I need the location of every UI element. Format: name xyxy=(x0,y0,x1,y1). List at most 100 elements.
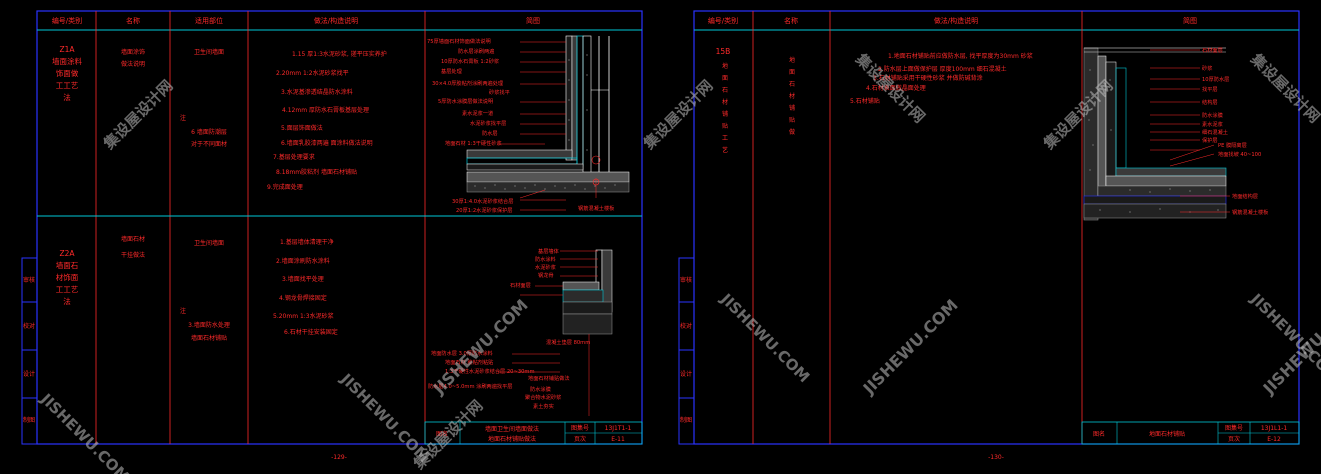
svg-text:10厚防水层: 10厚防水层 xyxy=(1202,75,1229,83)
row1-callouts: 75厚墙面石材饰面做法说明 防水层涂刷两遍 10厚防水石膏板 1:2砂浆 基层处… xyxy=(427,37,615,214)
svg-text:防水涂膜: 防水涂膜 xyxy=(1202,111,1223,119)
svg-text:混凝土垫层 80mm: 混凝土垫层 80mm xyxy=(546,338,590,346)
svg-text:8.18mm胶粘剂 墙面石材铺贴: 8.18mm胶粘剂 墙面石材铺贴 xyxy=(276,168,357,176)
svg-text:石材面层: 石材面层 xyxy=(510,281,531,289)
header-method: 做法/构造说明 xyxy=(934,16,978,25)
row2-scope: 卫生间墙面 注 3.墙面防水处理 墙面石材铺贴 xyxy=(180,239,230,342)
svg-text:基层墙体: 基层墙体 xyxy=(538,247,560,255)
svg-text:钢龙骨: 钢龙骨 xyxy=(538,271,554,279)
row1-steps: 1.15 厚1:3水泥砂浆, 搓平压实养护 2.20mm 1:2水泥砂浆找平 3… xyxy=(267,50,387,191)
svg-text:5.面层饰面做法: 5.面层饰面做法 xyxy=(281,124,323,132)
svg-text:5.20mm 1:3水泥砂浆: 5.20mm 1:3水泥砂浆 xyxy=(273,312,334,320)
page-code: E-12 xyxy=(1267,436,1281,443)
svg-text:地面石材 1:3干硬性砂浆: 地面石材 1:3干硬性砂浆 xyxy=(445,139,502,147)
watermark-cn: 集设屋设计网 xyxy=(1246,49,1321,126)
row2-steps: 1.基层墙体清理干净 2.墙面涂刷防水涂料 3.墙面找平处理 4.钢龙骨焊接固定… xyxy=(273,238,338,336)
right-callouts: 石材面层 砂浆 10厚防水层 找平层 结构层 防水涂膜 素水泥浆 细石混凝土 保… xyxy=(1202,46,1269,216)
side-label: 校对 xyxy=(680,322,692,330)
left-sheet-frame xyxy=(36,10,643,445)
svg-text:注: 注 xyxy=(180,307,186,315)
svg-text:2.防水层上面做保护层 厚度100mm 细石混凝土: 2.防水层上面做保护层 厚度100mm 细石混凝土 xyxy=(878,65,1007,73)
svg-text:4.钢龙骨焊接固定: 4.钢龙骨焊接固定 xyxy=(279,294,327,302)
page-number: -129- xyxy=(331,454,347,461)
side-label: 制图 xyxy=(680,416,692,424)
svg-text:墙面石: 墙面石 xyxy=(56,260,79,270)
svg-text:干挂做法: 干挂做法 xyxy=(121,251,145,259)
svg-text:1.基层墙体清理干净: 1.基层墙体清理干净 xyxy=(280,238,334,246)
side-label: 设计 xyxy=(23,370,35,378)
page-label: 页次 xyxy=(1228,435,1240,443)
drawing-code: 13J1L1-1 xyxy=(1261,425,1288,432)
right-sheet-frame xyxy=(693,10,1300,445)
side-label: 校对 xyxy=(23,322,35,330)
svg-text:墙面石材: 墙面石材 xyxy=(121,235,145,243)
svg-text:3.石材铺贴采用干硬性砂浆 并做防碱背涂: 3.石材铺贴采用干硬性砂浆 并做防碱背涂 xyxy=(873,74,983,82)
row2-code: Z2A 墙面石 材饰面 工工艺 法 xyxy=(56,249,79,306)
svg-text:工: 工 xyxy=(722,135,728,142)
svg-text:素水泥浆: 素水泥浆 xyxy=(1202,120,1223,128)
svg-text:防水层4.0~5.0mm 涂刷两遍找平层: 防水层4.0~5.0mm 涂刷两遍找平层 xyxy=(428,382,512,390)
title-label: 图名 xyxy=(436,430,448,438)
header-detail: 简图 xyxy=(526,16,540,25)
svg-text:结构层: 结构层 xyxy=(1202,98,1218,106)
right-detail-drawing: 石材面层 砂浆 10厚防水层 找平层 结构层 防水涂膜 素水泥浆 细石混凝土 保… xyxy=(1083,46,1269,221)
svg-text:砂浆: 砂浆 xyxy=(1202,64,1212,72)
right-steps: 1.地面石材铺贴前应做防水层, 找平厚度为30mm 砂浆 2.防水层上面做保护层… xyxy=(850,52,1033,105)
svg-text:法: 法 xyxy=(63,296,71,306)
svg-text:水泥砂浆找平层: 水泥砂浆找平层 xyxy=(470,119,506,127)
svg-text:地面结构层: 地面结构层 xyxy=(1232,192,1258,200)
svg-text:3.墙面找平处理: 3.墙面找平处理 xyxy=(282,275,324,283)
side-label: 审核 xyxy=(23,276,35,284)
svg-text:地面石材铺贴做法: 地面石材铺贴做法 xyxy=(528,374,570,382)
svg-text:贴: 贴 xyxy=(722,122,728,130)
svg-text:4.12mm 厚防水石膏板基层处理: 4.12mm 厚防水石膏板基层处理 xyxy=(282,106,369,114)
svg-text:钢筋混凝土楼板: 钢筋混凝土楼板 xyxy=(578,204,615,212)
svg-text:做: 做 xyxy=(789,128,795,136)
svg-text:法: 法 xyxy=(63,92,71,102)
svg-text:地: 地 xyxy=(789,56,795,64)
svg-text:墙面石材铺贴: 墙面石材铺贴 xyxy=(191,334,227,342)
row1-name: 墙面涂饰 做法说明 xyxy=(121,48,145,68)
svg-text:15B: 15B xyxy=(716,47,731,56)
page-code: E-11 xyxy=(611,436,625,443)
watermark-en: JISHEWU.COM xyxy=(336,369,433,466)
watermark-en: JISHEWU.COM xyxy=(36,389,133,474)
right-title-block: 图名 地面石材铺贴 图集号 13J1L1-1 页次 E-12 xyxy=(1081,421,1300,445)
svg-text:地面防水层 3.0厚防水涂料: 地面防水层 3.0厚防水涂料 xyxy=(431,349,493,357)
svg-text:钢筋混凝土楼板: 钢筋混凝土楼板 xyxy=(1232,208,1269,216)
svg-text:地面找坡 40~100: 地面找坡 40~100 xyxy=(1218,150,1261,158)
page-number: -130- xyxy=(988,454,1004,461)
svg-text:卫生间墙面: 卫生间墙面 xyxy=(194,48,224,56)
svg-text:砂浆找平: 砂浆找平 xyxy=(489,88,510,96)
svg-text:材: 材 xyxy=(722,98,728,106)
header-name: 名称 xyxy=(784,16,798,25)
svg-text:聚合物水泥砂浆: 聚合物水泥砂浆 xyxy=(525,393,561,401)
svg-text:20厚1:2水泥砂浆保护层: 20厚1:2水泥砂浆保护层 xyxy=(456,206,512,214)
svg-text:艺: 艺 xyxy=(722,146,728,154)
title-label: 图名 xyxy=(1093,430,1105,438)
header-name: 名称 xyxy=(126,16,140,25)
code-label: 图集号 xyxy=(571,424,589,432)
page-label: 页次 xyxy=(574,435,586,443)
svg-text:石: 石 xyxy=(789,81,795,88)
svg-text:7.基层处理要求: 7.基层处理要求 xyxy=(273,153,315,161)
svg-text:面: 面 xyxy=(789,69,795,76)
svg-text:30×4.0厚胶粘剂涂刷两遍处理: 30×4.0厚胶粘剂涂刷两遍处理 xyxy=(432,79,504,87)
row1-detail-drawing: 75厚墙面石材饰面做法说明 防水层涂刷两遍 10厚防水石膏板 1:2砂浆 基层处… xyxy=(427,35,630,214)
svg-text:Z2A: Z2A xyxy=(59,249,75,258)
right-binding-strip xyxy=(678,257,695,445)
row2-name: 墙面石材 干挂做法 xyxy=(121,235,145,259)
svg-text:9.完成面处理: 9.完成面处理 xyxy=(267,183,303,191)
svg-text:1.地面石材铺贴前应做防水层, 找平厚度为30mm 砂浆: 1.地面石材铺贴前应做防水层, 找平厚度为30mm 砂浆 xyxy=(888,52,1033,60)
svg-text:石: 石 xyxy=(722,87,728,94)
header-detail: 简图 xyxy=(1183,16,1197,25)
svg-text:面: 面 xyxy=(722,75,728,82)
row2-callouts: 基层墙体 防水涂料 水泥砂浆 钢龙骨 石材面层 地面防水层 3.0厚防水涂料 地… xyxy=(428,247,590,410)
svg-text:防水层涂刷两遍: 防水层涂刷两遍 xyxy=(458,47,495,55)
svg-text:水泥砂浆: 水泥砂浆 xyxy=(535,263,556,271)
side-label: 制图 xyxy=(23,416,35,424)
svg-text:找平层: 找平层 xyxy=(1202,85,1218,93)
drawing-code: 13J1T1-1 xyxy=(605,425,632,432)
title-name: 地面石材铺贴做法 xyxy=(488,435,536,443)
